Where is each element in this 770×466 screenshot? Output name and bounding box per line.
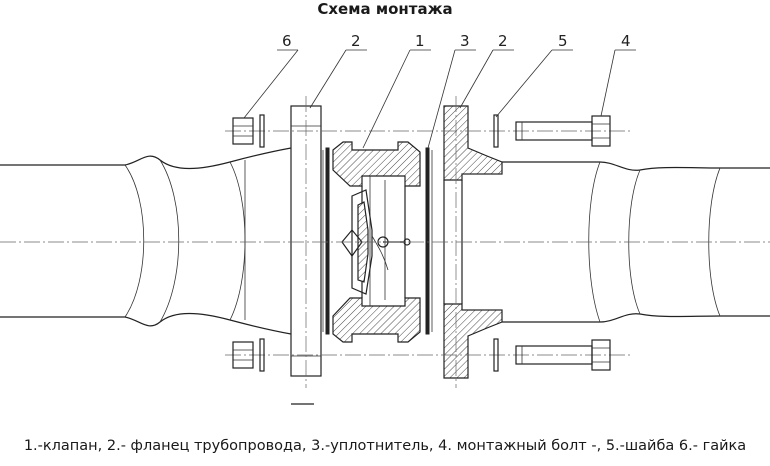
legend-caption: 1.-клапан, 2.- фланец трубопровода, 3.-у… — [23, 438, 747, 454]
left-pipe — [0, 147, 292, 335]
left-gasket — [322, 147, 330, 335]
callout-gasket: 3 — [460, 32, 470, 50]
callout-valve: 1 — [415, 32, 425, 50]
nut-bottom — [232, 341, 254, 369]
right-pipe — [462, 161, 770, 323]
right-gasket — [425, 147, 433, 335]
diagram-title: Схема монтажа — [317, 0, 453, 18]
washer-right-bottom — [493, 338, 499, 372]
leader-lines — [243, 49, 636, 149]
bolt-bottom — [515, 339, 611, 371]
washer-right-top — [493, 114, 499, 148]
nut-top — [232, 117, 254, 145]
right-flange — [443, 105, 503, 379]
washer-left-top — [259, 114, 265, 148]
callout-nut: 6 — [282, 32, 292, 50]
callout-washer: 5 — [558, 32, 568, 50]
callout-flange-left: 2 — [351, 32, 361, 50]
callout-flange-right: 2 — [498, 32, 508, 50]
washer-left-bottom — [259, 338, 265, 372]
callout-bolt: 4 — [621, 32, 631, 50]
